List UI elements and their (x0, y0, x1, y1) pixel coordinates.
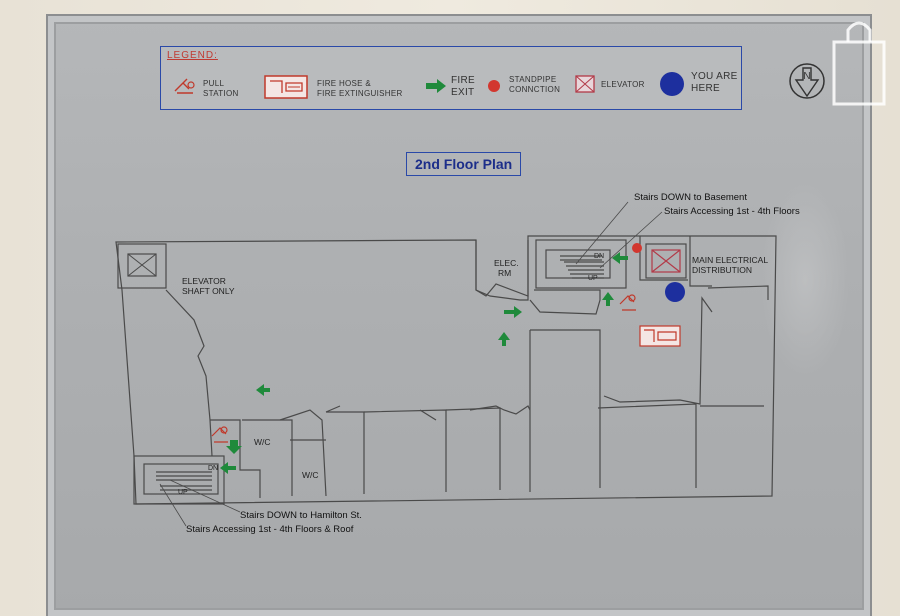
standpipe-icon (488, 80, 500, 92)
legend-label-fire-hose: FIRE HOSE &FIRE EXTINGUISHER (317, 79, 403, 98)
legend-label-elevator: ELEVATOR (601, 80, 645, 89)
floor-plan-sign (46, 14, 872, 616)
compass-letter: N (803, 71, 810, 82)
stairs-north (535, 239, 627, 289)
elec-room (475, 240, 529, 297)
fire-hose-icon (264, 75, 308, 99)
stairs-south (133, 455, 225, 505)
exit-arrow-left (220, 462, 236, 474)
exit-arrow-right (504, 306, 522, 318)
shopping-bag-watermark-icon (832, 21, 886, 106)
note-stairs-down-hamilton: Stairs DOWN to Hamilton St. (240, 510, 362, 521)
exit-arrow-left (256, 384, 270, 396)
exit-arrow-left (612, 252, 628, 264)
pull-station-marker (619, 295, 636, 311)
stair-dn-label: DN (594, 253, 605, 260)
elevator-icon (575, 75, 595, 93)
pull-station-icon (174, 78, 195, 94)
stair-up-label: UP (588, 275, 598, 282)
standpipe-marker (632, 243, 642, 253)
exit-arrow-down (226, 440, 242, 454)
elevator-shaft-room (117, 243, 167, 289)
elec-room-label: ELEC.RM (494, 258, 519, 278)
note-stairs-accessing-floors: Stairs Accessing 1st - 4th Floors (664, 206, 800, 217)
pull-station-marker (211, 427, 228, 443)
note-stairs-down-basement: Stairs DOWN to Basement (634, 192, 747, 203)
stair-dn-label: DN (208, 465, 219, 472)
stair-up-label: UP (178, 489, 188, 496)
exit-arrow-up (602, 292, 614, 306)
you-are-here-marker (665, 282, 685, 302)
you-are-here-icon (660, 72, 684, 96)
note-stairs-accessing-roof: Stairs Accessing 1st - 4th Floors & Roof (186, 524, 354, 535)
floor-plan-drawing (115, 201, 777, 527)
wc-label: W/C (302, 470, 319, 480)
fire-hose-cabinet (639, 325, 681, 347)
wc-label: W/C (254, 437, 271, 447)
plan-title: 2nd Floor Plan (406, 152, 522, 176)
exit-arrow-up (498, 332, 510, 346)
north-arrow-icon: N (789, 63, 825, 99)
legend-title: LEGEND: (167, 50, 218, 61)
fire-exit-arrow-icon (426, 79, 446, 93)
